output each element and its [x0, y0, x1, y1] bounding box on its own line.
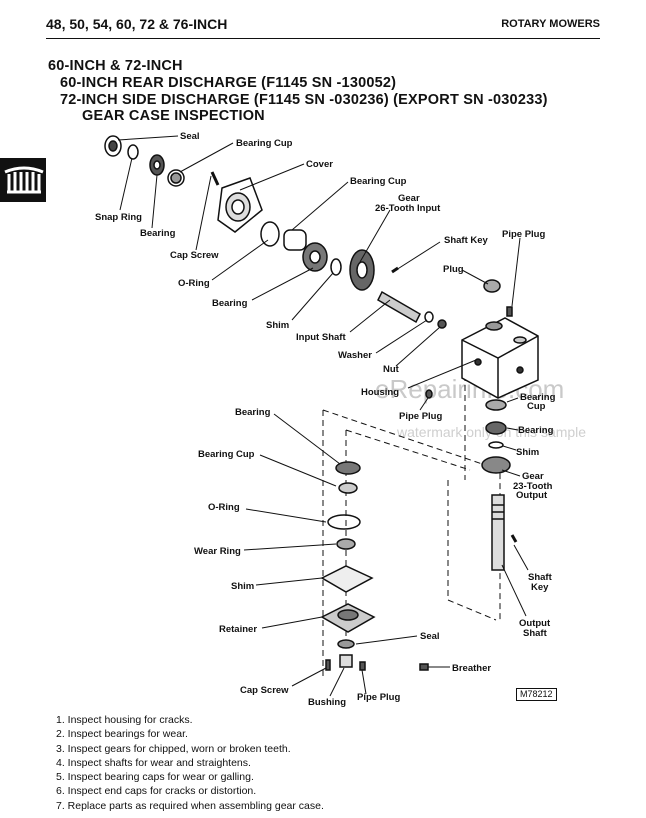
note-item: 3. Inspect gears for chipped, worn or br… [56, 742, 291, 755]
label-bearing-cup-right-1: Bearing [520, 392, 556, 403]
bearing-cup-part-2 [283, 229, 307, 251]
label-gear-input-2: 26-Tooth Input [375, 203, 441, 214]
bearing-cup-part-right [485, 399, 507, 411]
label-shaft-key-right-1: Shaft [528, 572, 553, 583]
shim-part-right [488, 441, 504, 449]
callout-labels: Seal Bearing Cup Cover Bearing Cup Gear … [95, 131, 556, 708]
note-item: 4. Inspect shafts for wear and straighte… [56, 756, 251, 769]
title-line-4: GEAR CASE INSPECTION [82, 108, 265, 124]
label-housing: Housing [361, 387, 399, 398]
label-pipe-plug-mid: Pipe Plug [399, 411, 442, 422]
label-bearing-cup-right-2: Cup [527, 401, 546, 412]
label-pipe-plug-top: Pipe Plug [502, 229, 545, 240]
label-gear-output-1: Gear [522, 471, 544, 482]
label-gear-output-2: 23-Tooth [513, 481, 553, 492]
plug-part [483, 279, 501, 293]
pipe-plug-part-mid [425, 389, 433, 399]
label-gear-input-1: Gear [398, 193, 420, 204]
label-nut: Nut [383, 364, 400, 375]
note-item: 5. Inspect bearing caps for wear or gall… [56, 771, 254, 784]
title-line-1: 60-INCH & 72-INCH [48, 58, 183, 74]
cap-screw-part-top [210, 171, 220, 186]
label-cap-screw-lower: Cap Screw [240, 685, 289, 696]
shaft-key-part-right [510, 534, 518, 543]
label-shaft-key-right-2: Key [531, 582, 549, 593]
page-header-title: 48, 50, 54, 60, 72 & 76-INCH [46, 16, 228, 32]
label-breather: Breather [452, 663, 491, 674]
label-bearing-cup-1: Bearing Cup [236, 138, 293, 149]
label-seal-lower: Seal [420, 631, 440, 642]
label-input-shaft: Input Shaft [296, 332, 346, 343]
cap-screw-part-lower [325, 659, 331, 671]
label-cover: Cover [306, 159, 333, 170]
label-shim-mid: Shim [266, 320, 289, 331]
label-snap-ring: Snap Ring [95, 212, 142, 223]
label-wear-ring: Wear Ring [194, 546, 241, 557]
breather-part [419, 663, 429, 671]
inspection-notes: 1. Inspect housing for cracks. 2. Inspec… [56, 713, 324, 813]
label-shim-right: Shim [516, 447, 539, 458]
bearing-cup-part-lower [338, 482, 358, 494]
label-plug: Plug [443, 264, 464, 275]
label-o-ring-lower: O-Ring [208, 502, 240, 513]
label-shaft-key-top: Shaft Key [444, 235, 489, 246]
label-bearing-cup-lower: Bearing Cup [198, 449, 255, 460]
shaft-key-part-top [391, 266, 399, 274]
label-washer: Washer [338, 350, 372, 361]
output-assembly-parts [419, 389, 518, 671]
note-item: 6. Inspect end caps for cracks or distor… [56, 785, 257, 798]
seal-part-lower [337, 639, 355, 649]
label-output-shaft-2: Shaft [523, 628, 548, 639]
lower-assembly-parts [320, 461, 376, 671]
bearing-part-right [485, 421, 507, 435]
label-bearing-cup-2: Bearing Cup [350, 176, 407, 187]
label-cap-screw-top: Cap Screw [170, 250, 219, 261]
housing-part [461, 317, 539, 399]
label-o-ring-top: O-Ring [178, 278, 210, 289]
header-rule [46, 38, 600, 39]
label-bearing-right: Bearing [518, 425, 554, 436]
pipe-plug-part-lower [359, 661, 366, 671]
nut-part [437, 319, 447, 329]
page-header-section: ROTARY MOWERS [501, 18, 600, 30]
label-retainer: Retainer [219, 624, 257, 635]
note-item: 2. Inspect bearings for wear. [56, 728, 188, 741]
shim-part-lower [320, 565, 374, 593]
input-shaft-part [377, 290, 421, 324]
input-assembly-parts [104, 135, 513, 329]
wear-ring-part [336, 538, 356, 550]
label-pipe-plug-lower: Pipe Plug [357, 692, 400, 703]
label-bushing: Bushing [308, 697, 346, 708]
shim-part-mid [330, 258, 342, 276]
output-gear-part [481, 456, 511, 474]
note-item: 1. Inspect housing for cracks. [56, 714, 193, 726]
section-tab-mower-icon [0, 158, 46, 202]
label-seal-top: Seal [180, 131, 200, 142]
title-line-2: 60-INCH REAR DISCHARGE (F1145 SN -130052… [60, 75, 397, 91]
label-bearing-lower: Bearing [235, 407, 271, 418]
bearing-part-lower [335, 461, 361, 475]
bushing-part [339, 654, 353, 668]
o-ring-part-lower [327, 514, 361, 530]
snap-ring-part [127, 144, 139, 160]
label-gear-output-3: Output [516, 490, 548, 501]
mower-blade-icon [4, 166, 44, 194]
o-ring-part-top [260, 221, 280, 247]
figure-reference: M78212 [516, 688, 557, 701]
leader-lines [117, 135, 529, 697]
label-bearing-mid: Bearing [212, 298, 248, 309]
note-item: 7. Replace parts as required when assemb… [56, 799, 324, 812]
title-line-3: 72-INCH SIDE DISCHARGE (F1145 SN -030236… [60, 92, 548, 108]
washer-part [424, 311, 434, 323]
label-output-shaft-1: Output [519, 618, 551, 629]
label-bearing-left: Bearing [140, 228, 176, 239]
label-shim-lower: Shim [231, 581, 254, 592]
pipe-plug-part-top [506, 306, 513, 317]
output-shaft-part [491, 494, 505, 571]
